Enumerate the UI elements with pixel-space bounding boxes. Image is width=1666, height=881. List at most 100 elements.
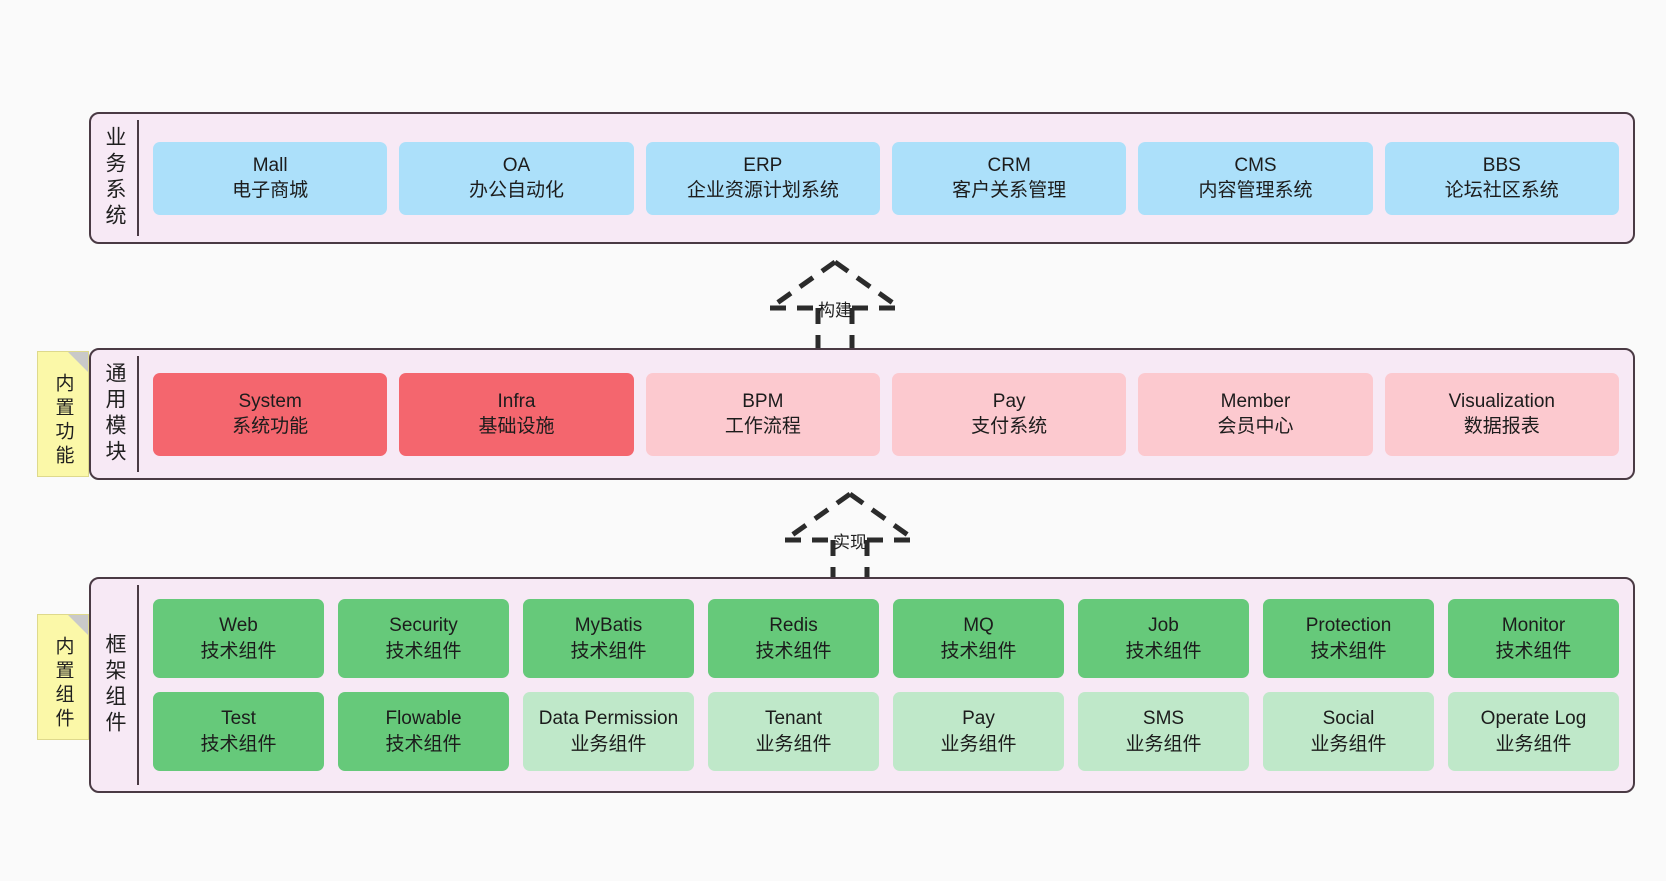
card-title-en: SMS xyxy=(1142,708,1185,730)
framework-tech-row: Web 技术组件 Security 技术组件 MyBatis 技术组件 Redi… xyxy=(153,599,1619,678)
connector-implement-label: 实现 xyxy=(833,533,867,552)
card-bbs[interactable]: BBS 论坛社区系统 xyxy=(1384,141,1619,215)
card-title-cn: 工作流程 xyxy=(724,416,801,437)
card-title-cn: 会员中心 xyxy=(1217,416,1294,437)
card-title-en: Flowable xyxy=(385,708,462,730)
card-mall[interactable]: Mall 电子商城 xyxy=(153,141,388,215)
note-builtin-components: 内置组件 xyxy=(37,614,89,740)
card-protection[interactable]: Protection 技术组件 xyxy=(1263,599,1434,678)
card-title-cn: 业务组件 xyxy=(1125,733,1202,755)
card-title-cn: 客户关系管理 xyxy=(952,180,1067,201)
card-title-cn: 办公自动化 xyxy=(468,180,564,201)
card-title-en: CMS xyxy=(1234,154,1277,176)
card-infra[interactable]: Infra 基础设施 xyxy=(399,372,634,456)
card-title-en: BPM xyxy=(742,390,784,412)
card-web[interactable]: Web 技术组件 xyxy=(153,599,324,678)
card-pay-component[interactable]: Pay 业务组件 xyxy=(893,692,1064,771)
card-title-en: Test xyxy=(221,708,256,730)
layer-common-modules: 通用模块 System 系统功能 Infra 基础设施 BPM 工作流程 Pay… xyxy=(89,348,1635,480)
card-title-cn: 业务组件 xyxy=(755,733,832,755)
card-title-cn: 基础设施 xyxy=(478,416,555,437)
note-label: 内置组件 xyxy=(52,636,74,732)
card-erp[interactable]: ERP 企业资源计划系统 xyxy=(645,141,880,215)
card-system[interactable]: System 系统功能 xyxy=(153,372,388,456)
card-visualization[interactable]: Visualization 数据报表 xyxy=(1384,372,1619,456)
card-security[interactable]: Security 技术组件 xyxy=(338,599,509,678)
card-title-en: Monitor xyxy=(1501,615,1566,637)
card-title-en: CRM xyxy=(987,154,1031,176)
card-title-cn: 业务组件 xyxy=(570,733,647,755)
card-title-en: OA xyxy=(502,154,531,176)
card-title-cn: 内容管理系统 xyxy=(1198,180,1313,201)
card-oa[interactable]: OA 办公自动化 xyxy=(399,141,634,215)
card-title-en: MyBatis xyxy=(574,615,643,637)
card-title-cn: 技术组件 xyxy=(940,640,1017,662)
card-title-en: ERP xyxy=(743,154,783,176)
card-title-en: MQ xyxy=(963,615,994,637)
layer-title-common-modules: 通用模块 xyxy=(91,356,139,472)
card-mybatis[interactable]: MyBatis 技术组件 xyxy=(523,599,694,678)
card-title-en: Operate Log xyxy=(1480,708,1587,730)
card-title-cn: 系统功能 xyxy=(232,416,309,437)
card-title-cn: 技术组件 xyxy=(385,733,462,755)
card-title-en: Tenant xyxy=(764,708,823,730)
note-fold-corner-icon xyxy=(68,352,88,372)
card-monitor[interactable]: Monitor 技术组件 xyxy=(1448,599,1619,678)
card-data-permission[interactable]: Data Permission 业务组件 xyxy=(523,692,694,771)
card-title-en: Redis xyxy=(769,615,818,637)
card-title-en: Member xyxy=(1220,390,1291,412)
card-title-en: Visualization xyxy=(1448,390,1555,412)
card-title-en: Web xyxy=(219,615,258,637)
card-title-en: Data Permission xyxy=(538,708,679,730)
card-flowable[interactable]: Flowable 技术组件 xyxy=(338,692,509,771)
card-member[interactable]: Member 会员中心 xyxy=(1138,372,1373,456)
card-redis[interactable]: Redis 技术组件 xyxy=(708,599,879,678)
card-title-cn: 技术组件 xyxy=(1125,640,1202,662)
card-job[interactable]: Job 技术组件 xyxy=(1078,599,1249,678)
card-title-cn: 支付系统 xyxy=(971,416,1048,437)
card-sms[interactable]: SMS 业务组件 xyxy=(1078,692,1249,771)
connector-implement: 实现 xyxy=(775,490,925,582)
card-title-en: Social xyxy=(1322,708,1375,730)
card-title-cn: 技术组件 xyxy=(200,640,277,662)
card-bpm[interactable]: BPM 工作流程 xyxy=(645,372,880,456)
card-title-en: Pay xyxy=(992,390,1026,412)
connector-build: 构建 xyxy=(760,258,910,350)
card-title-cn: 技术组件 xyxy=(200,733,277,755)
card-title-en: System xyxy=(238,390,302,412)
card-social[interactable]: Social 业务组件 xyxy=(1263,692,1434,771)
card-operate-log[interactable]: Operate Log 业务组件 xyxy=(1448,692,1619,771)
card-title-cn: 业务组件 xyxy=(1495,733,1572,755)
framework-business-row: Test 技术组件 Flowable 技术组件 Data Permission … xyxy=(153,692,1619,771)
card-mq[interactable]: MQ 技术组件 xyxy=(893,599,1064,678)
layer-title-business-system: 业务系统 xyxy=(91,120,139,236)
note-label: 内置功能 xyxy=(52,373,74,469)
layer-body-business-system: Mall 电子商城 OA 办公自动化 ERP 企业资源计划系统 CRM 客户关系… xyxy=(139,114,1633,242)
card-title-cn: 论坛社区系统 xyxy=(1444,180,1559,201)
card-title-cn: 技术组件 xyxy=(570,640,647,662)
card-title-en: Security xyxy=(389,615,458,637)
card-title-en: Job xyxy=(1148,615,1179,637)
note-fold-corner-icon xyxy=(68,615,88,635)
card-title-en: Pay xyxy=(962,708,995,730)
layer-business-system: 业务系统 Mall 电子商城 OA 办公自动化 ERP 企业资源计划系统 CRM… xyxy=(89,112,1635,244)
card-title-cn: 技术组件 xyxy=(755,640,832,662)
card-crm[interactable]: CRM 客户关系管理 xyxy=(891,141,1127,215)
card-title-en: Infra xyxy=(497,390,536,412)
card-title-cn: 技术组件 xyxy=(1310,640,1387,662)
card-title-cn: 技术组件 xyxy=(1495,640,1572,662)
note-builtin-functions: 内置功能 xyxy=(37,351,89,477)
card-pay-module[interactable]: Pay 支付系统 xyxy=(891,372,1127,456)
layer-framework-components: 框架组件 Web 技术组件 Security 技术组件 MyBatis 技术组件… xyxy=(89,577,1635,793)
card-title-en: Protection xyxy=(1305,615,1392,637)
layer-body-framework-components: Web 技术组件 Security 技术组件 MyBatis 技术组件 Redi… xyxy=(139,579,1633,791)
card-title-en: Mall xyxy=(252,154,288,176)
card-cms[interactable]: CMS 内容管理系统 xyxy=(1138,141,1373,215)
connector-build-label: 构建 xyxy=(818,301,852,320)
card-title-en: BBS xyxy=(1482,154,1521,176)
card-title-cn: 技术组件 xyxy=(385,640,462,662)
card-tenant[interactable]: Tenant 业务组件 xyxy=(708,692,879,771)
card-title-cn: 业务组件 xyxy=(1310,733,1387,755)
card-test[interactable]: Test 技术组件 xyxy=(153,692,324,771)
layer-body-common-modules: System 系统功能 Infra 基础设施 BPM 工作流程 Pay 支付系统… xyxy=(139,350,1633,478)
